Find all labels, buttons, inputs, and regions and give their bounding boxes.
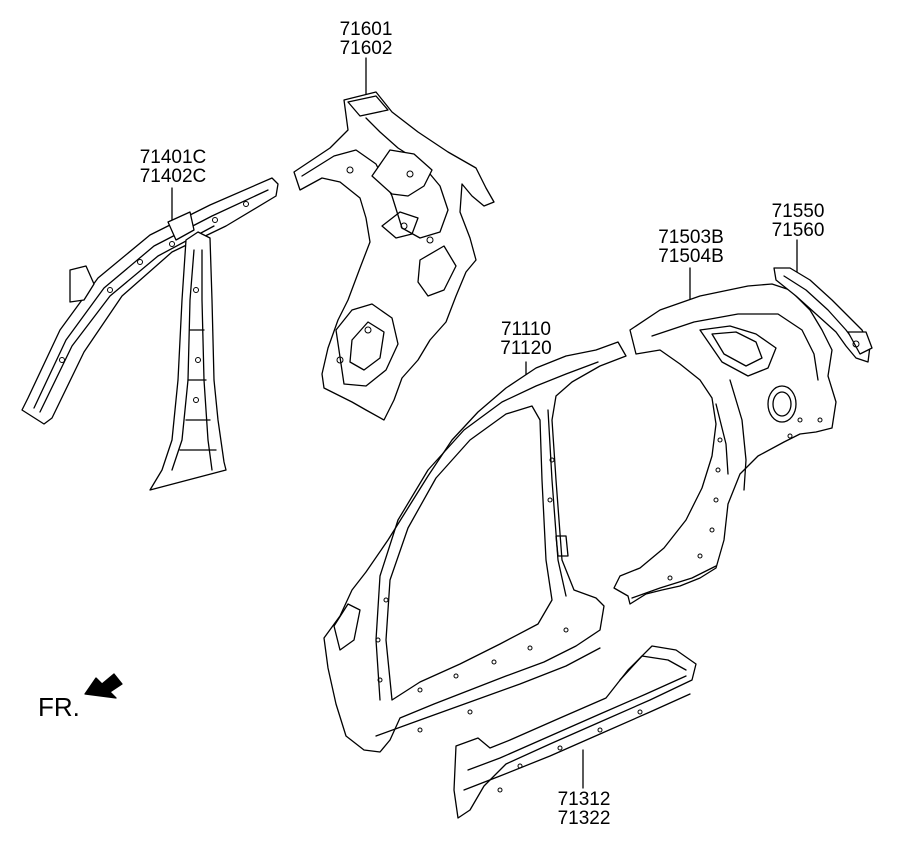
- quarter-outer-part: [614, 284, 836, 604]
- label-sill: 71312 71322: [552, 790, 616, 828]
- part-number: 71601: [339, 19, 393, 40]
- front-arrow-icon: [85, 674, 122, 698]
- label-side-outer: 71110 71120: [494, 320, 558, 358]
- quarter-inner-part: [294, 92, 494, 420]
- part-number: 71401C: [139, 147, 207, 168]
- part-number: 71504B: [658, 246, 724, 267]
- part-number: 71322: [557, 808, 611, 829]
- label-quarter-outer: 71503B 71504B: [650, 228, 732, 266]
- part-number: 71550: [771, 201, 825, 222]
- part-number: 71560: [771, 220, 825, 241]
- part-number: 71110: [500, 319, 551, 340]
- sill-part: [454, 646, 696, 818]
- label-quarter-inner: 71601 71602: [336, 20, 396, 58]
- front-indicator-label: FR.: [38, 692, 80, 722]
- part-number: 71602: [339, 38, 393, 59]
- pillar-inner-part: [22, 178, 278, 490]
- part-number: 71402C: [139, 166, 207, 187]
- part-number: 71503B: [658, 227, 724, 248]
- part-number: 71120: [500, 338, 552, 359]
- part-number: 71312: [557, 789, 611, 810]
- label-rear-bracket: 71550 71560: [766, 202, 830, 240]
- label-pillar-inner: 71401C 71402C: [132, 148, 214, 186]
- side-outer-part: [324, 342, 626, 752]
- rear-bracket-part: [774, 268, 872, 362]
